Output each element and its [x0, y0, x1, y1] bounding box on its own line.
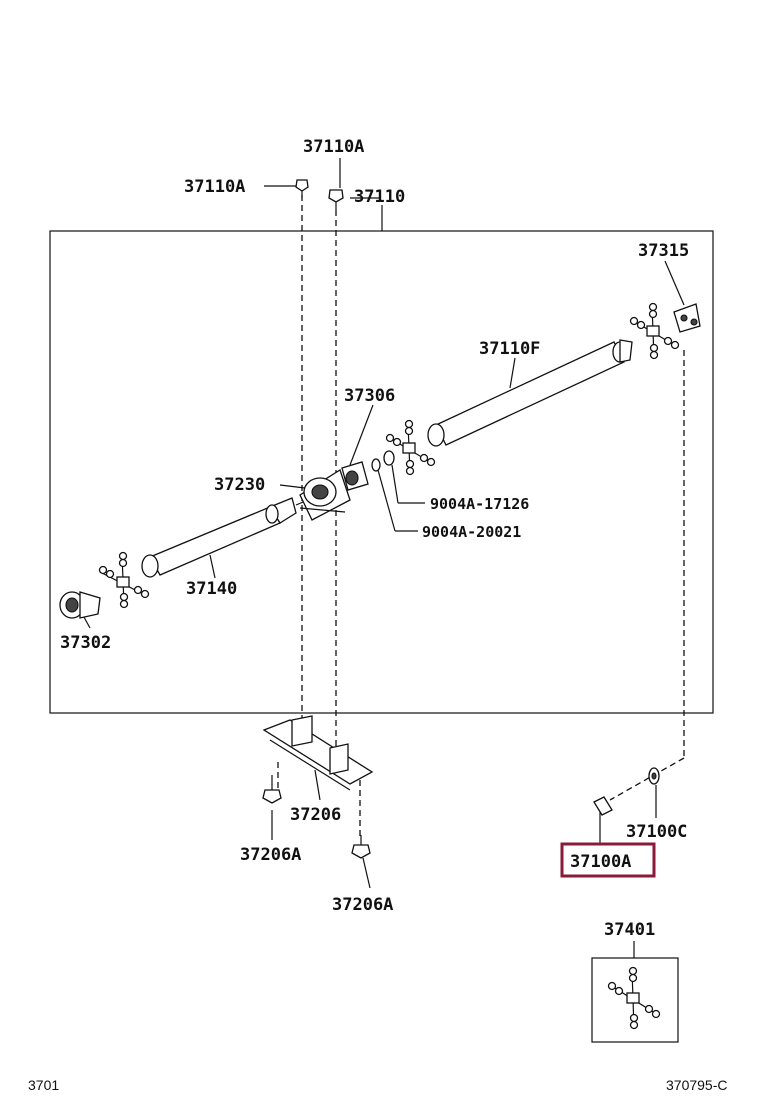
label-37110A-left[interactable]: 37110A [184, 177, 245, 197]
shaft-37110F [427, 339, 633, 447]
label-37110[interactable]: 37110 [354, 187, 405, 207]
bolt-37110A-top [328, 189, 344, 210]
label-37206[interactable]: 37206 [290, 805, 341, 825]
universal-joint-kit-frame [591, 957, 679, 1043]
assembly-frame [49, 230, 714, 714]
bolt-37110A-left [295, 179, 309, 198]
yoke-37306 [341, 461, 369, 491]
universal-joint-center [385, 419, 436, 476]
footer-right: 370795-C [666, 1077, 728, 1093]
label-9004A-20021[interactable]: 9004A-20021 [422, 523, 521, 541]
nut-37100C [648, 767, 660, 785]
label-37206A-left[interactable]: 37206A [240, 845, 301, 865]
label-37315[interactable]: 37315 [638, 241, 689, 261]
label-37100C[interactable]: 37100C [626, 822, 687, 842]
bolt-37206A-right [351, 835, 371, 859]
highlight-box-37100A [560, 842, 656, 878]
shaft-37140 [141, 497, 309, 578]
washers-9004A [371, 450, 395, 472]
label-37140[interactable]: 37140 [186, 579, 237, 599]
label-9004A-17126[interactable]: 9004A-17126 [430, 495, 529, 513]
universal-joint-front [98, 551, 150, 609]
footer-left: 3701 [28, 1077, 59, 1093]
label-37401[interactable]: 37401 [604, 920, 655, 940]
label-37306[interactable]: 37306 [344, 386, 395, 406]
label-37302[interactable]: 37302 [60, 633, 111, 653]
label-37206A-bottom[interactable]: 37206A [332, 895, 393, 915]
flange-37315 [673, 303, 701, 333]
crossmember-37206 [262, 715, 374, 791]
bolt-37206A-left [262, 775, 282, 804]
dashed-guides [277, 195, 685, 840]
label-37110F[interactable]: 37110F [479, 339, 540, 359]
bolt-37100A [593, 796, 613, 816]
center-bearing-37230 [299, 469, 351, 521]
universal-joint-kit-37401 [607, 966, 661, 1030]
flange-37302 [59, 591, 101, 619]
label-37230[interactable]: 37230 [214, 475, 265, 495]
label-37100A[interactable]: 37100A [570, 852, 631, 872]
leader-lines [79, 158, 685, 958]
label-37110A-top[interactable]: 37110A [303, 137, 364, 157]
universal-joint-rear [629, 302, 680, 360]
